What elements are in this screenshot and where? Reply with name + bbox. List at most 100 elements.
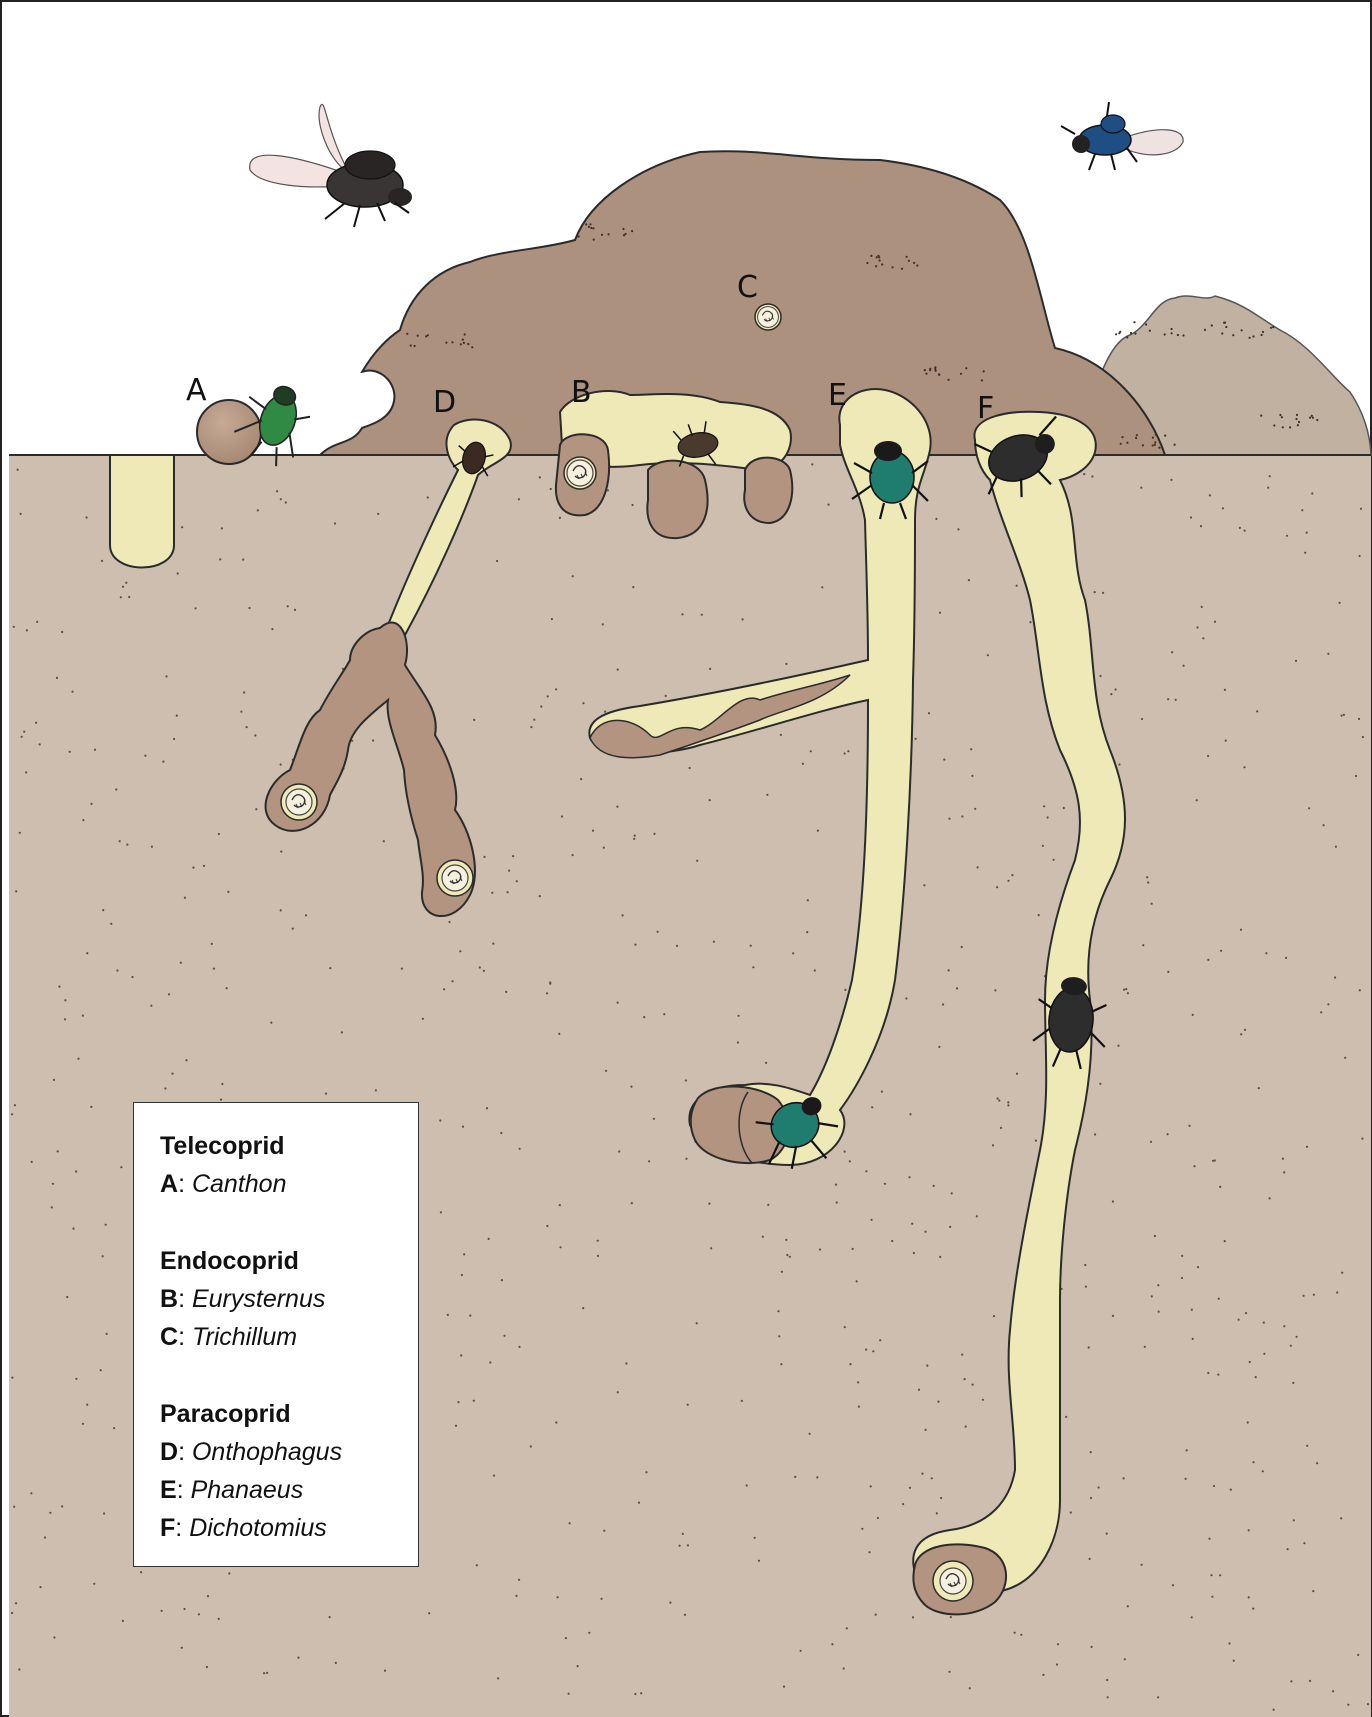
dung-speck — [879, 259, 881, 261]
legend-letter: E — [160, 1476, 177, 1504]
soil-speck — [1255, 1376, 1257, 1378]
soil-speck — [679, 1545, 681, 1547]
dung-speck — [875, 265, 877, 267]
soil-speck — [908, 1176, 910, 1178]
soil-speck — [1151, 903, 1153, 905]
legend-item: C: Trichillum — [160, 1318, 418, 1356]
soil-speck — [1016, 585, 1018, 587]
soil-speck — [1167, 971, 1169, 973]
soil-speck — [701, 614, 703, 616]
soil-speck — [766, 794, 768, 796]
soil-speck — [1244, 1029, 1246, 1031]
soil-speck — [1089, 1558, 1091, 1560]
dung-speck — [1152, 437, 1154, 439]
soil-speck — [802, 763, 804, 765]
soil-speck — [439, 1119, 441, 1121]
soil-speck — [1263, 1322, 1265, 1324]
dung-speck — [916, 264, 918, 266]
soil-speck — [26, 629, 28, 631]
soil-speck — [891, 1240, 893, 1242]
soil-speck — [685, 1158, 687, 1160]
dung-speck — [608, 233, 610, 235]
dung-speck — [1134, 333, 1136, 335]
soil-speck — [1290, 1680, 1292, 1682]
soil-speck — [1224, 1240, 1226, 1242]
dung-speck — [908, 260, 910, 262]
soil-speck — [696, 1322, 698, 1324]
soil-speck — [956, 987, 958, 989]
soil-speck — [86, 516, 88, 518]
soil-speck — [868, 1551, 870, 1553]
soil-speck — [1252, 1608, 1254, 1610]
soil-speck — [1192, 1014, 1194, 1016]
label-b: B — [571, 375, 592, 410]
soil-speck — [483, 970, 485, 972]
soil-speck — [280, 909, 282, 911]
soil-speck — [597, 1255, 599, 1257]
soil-speck — [280, 498, 282, 500]
soil-speck — [120, 596, 122, 598]
soil-speck — [1172, 1584, 1174, 1586]
dung-speck — [876, 256, 878, 258]
soil-speck — [1125, 988, 1127, 990]
soil-speck — [550, 488, 552, 490]
legend-genus: Phanaeus — [191, 1476, 304, 1504]
dung-speck — [1289, 426, 1291, 428]
soil-speck — [1088, 1346, 1090, 1348]
soil-speck — [1191, 1616, 1193, 1618]
soil-speck — [865, 1349, 867, 1351]
soil-speck — [1309, 1680, 1311, 1682]
soil-speck — [816, 1476, 818, 1478]
dung-speck — [1171, 332, 1173, 334]
dung-speck — [938, 374, 940, 376]
soil-speck — [341, 1031, 343, 1033]
soil-speck — [603, 847, 605, 849]
soil-speck — [1362, 736, 1364, 738]
soil-speck — [25, 771, 27, 773]
dung-speck — [427, 334, 429, 336]
dung-speck — [1260, 415, 1262, 417]
label-c: C — [737, 270, 758, 305]
soil-speck — [144, 755, 146, 757]
soil-speck — [150, 1005, 152, 1007]
soil-speck — [912, 1616, 914, 1618]
soil-speck — [460, 1354, 462, 1356]
soil-speck — [35, 722, 37, 724]
soil-speck — [221, 1083, 223, 1085]
soil-speck — [1181, 1277, 1183, 1279]
soil-speck — [684, 1614, 686, 1616]
legend-item: D: Onthophagus — [160, 1433, 418, 1471]
soil-speck — [221, 527, 223, 529]
soil-speck — [64, 999, 66, 1001]
soil-speck — [676, 945, 678, 947]
legend-item: E: Phanaeus — [160, 1471, 418, 1509]
soil-speck — [82, 1015, 84, 1017]
soil-speck — [257, 509, 259, 511]
soil-speck — [151, 846, 153, 848]
soil-speck — [297, 1657, 299, 1659]
soil-speck — [856, 1280, 858, 1282]
soil-speck — [781, 1271, 783, 1273]
soil-speck — [1141, 1564, 1143, 1566]
soil-speck — [631, 504, 633, 506]
soil-speck — [861, 1528, 863, 1530]
soil-speck — [778, 1335, 780, 1337]
soil-speck — [1084, 1264, 1086, 1266]
soil-speck — [1150, 1141, 1152, 1143]
soil-speck — [539, 895, 541, 897]
soil-speck — [843, 1667, 845, 1669]
soil-speck — [287, 605, 289, 607]
soil-speck — [263, 1672, 265, 1674]
soil-speck — [1000, 1127, 1002, 1129]
soil-speck — [1196, 799, 1198, 801]
soil-speck — [270, 1022, 272, 1024]
dung-speck — [901, 268, 903, 270]
soil-speck — [1222, 507, 1224, 509]
dung-speck — [1120, 443, 1122, 445]
soil-speck — [1070, 1511, 1072, 1513]
soil-speck — [555, 688, 557, 690]
soil-speck — [533, 719, 535, 721]
soil-speck — [120, 1166, 122, 1168]
soil-speck — [51, 1206, 53, 1208]
soil-speck — [789, 1256, 791, 1258]
